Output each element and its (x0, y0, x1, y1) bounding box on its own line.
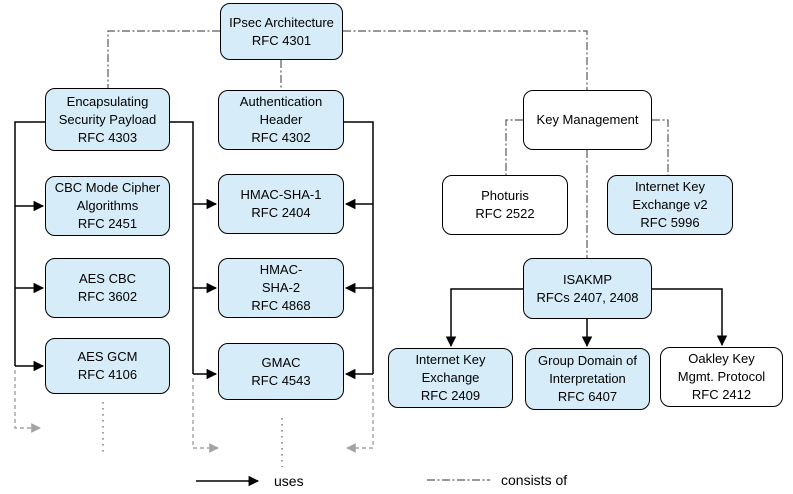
node-key-management: Key Management (523, 90, 652, 150)
node-label-line: Algorithms (76, 198, 139, 213)
node-label-line: HMAC-SHA-1 (240, 187, 322, 202)
node-label-line: GMAC (261, 354, 301, 370)
continuation-edge (192, 378, 219, 453)
node-label-line: RFC 2522 (475, 206, 535, 221)
node-label-line: Header (259, 112, 303, 127)
node-label-line: RFC 4302 (251, 130, 311, 145)
edges-group (14, 30, 728, 487)
legend-consists-of-label: consists of (501, 472, 568, 488)
node-label-line: Interpretation (549, 371, 626, 386)
node-label-line: Exchange (421, 370, 480, 385)
consists-of-edge (343, 30, 588, 90)
consists-of-edge (505, 119, 523, 175)
node-label-line: Mgmt. Protocol (677, 369, 766, 384)
node-gmac: GMAC RFC 4543 (218, 343, 344, 400)
node-label-line: RFC 4301 (251, 32, 312, 48)
node-label-line: Group Domain of (538, 353, 637, 368)
node-label-line: RFC 2409 (420, 388, 481, 403)
node-label-line: RFC 4303 (77, 129, 138, 145)
node-label-line: Exchange v2 (632, 197, 708, 212)
node-label-line: RFC 2404 (251, 205, 311, 220)
node-label-line: Internet Key (415, 352, 486, 367)
node-label-line: RFC 2451 (77, 216, 138, 231)
node-label-line: CBC Mode Cipher (54, 180, 161, 195)
node-label-line: RFC 2412 (691, 387, 752, 402)
node-label-line: RFCs 2407, 2408 (536, 289, 639, 305)
node-label-line: HMAC- (259, 262, 303, 277)
node-aes-gcm: AES GCM RFC 4106 (45, 338, 170, 394)
node-label-line: RFC 4106 (77, 367, 138, 382)
node-aes-cbc: AES CBC RFC 3602 (45, 258, 170, 318)
node-label-line: Authentication (239, 94, 323, 109)
node-label-line: RFC 6407 (557, 389, 618, 404)
node-isakmp: ISAKMP RFCs 2407, 2408 (523, 258, 652, 319)
node-label-line: RFC 4868 (251, 298, 311, 313)
node-label-line: Security Payload (58, 111, 157, 127)
node-label-line: RFC 3602 (77, 289, 138, 304)
node-label-line: AES GCM (77, 349, 138, 364)
node-label-line: Internet Key (634, 179, 706, 194)
uses-edge (652, 288, 728, 347)
continuation-edge (346, 378, 374, 453)
node-label-line: ISAKMP (562, 271, 613, 287)
node-label-line: Encapsulating (66, 93, 149, 109)
consists-of-edge (652, 119, 669, 175)
consists-of-edge (107, 30, 220, 88)
node-label-line: Key Management (536, 112, 639, 127)
node-label-line: AES CBC (78, 271, 137, 286)
uses-edge (170, 121, 194, 374)
continuation-edge (14, 370, 41, 433)
uses-edge (14, 121, 45, 366)
node-label-line: RFC 4543 (251, 372, 311, 388)
uses-edge (344, 121, 374, 374)
node-label-line: Photuris (481, 188, 529, 203)
node-label-line: IPsec Architecture (229, 14, 334, 30)
node-label-line: Oakley Key (688, 351, 755, 366)
node-label-line: RFC 5996 (640, 215, 700, 230)
legend-uses-label: uses (274, 473, 304, 489)
uses-edge (445, 288, 523, 348)
node-label-line: SHA-2 (261, 280, 301, 295)
